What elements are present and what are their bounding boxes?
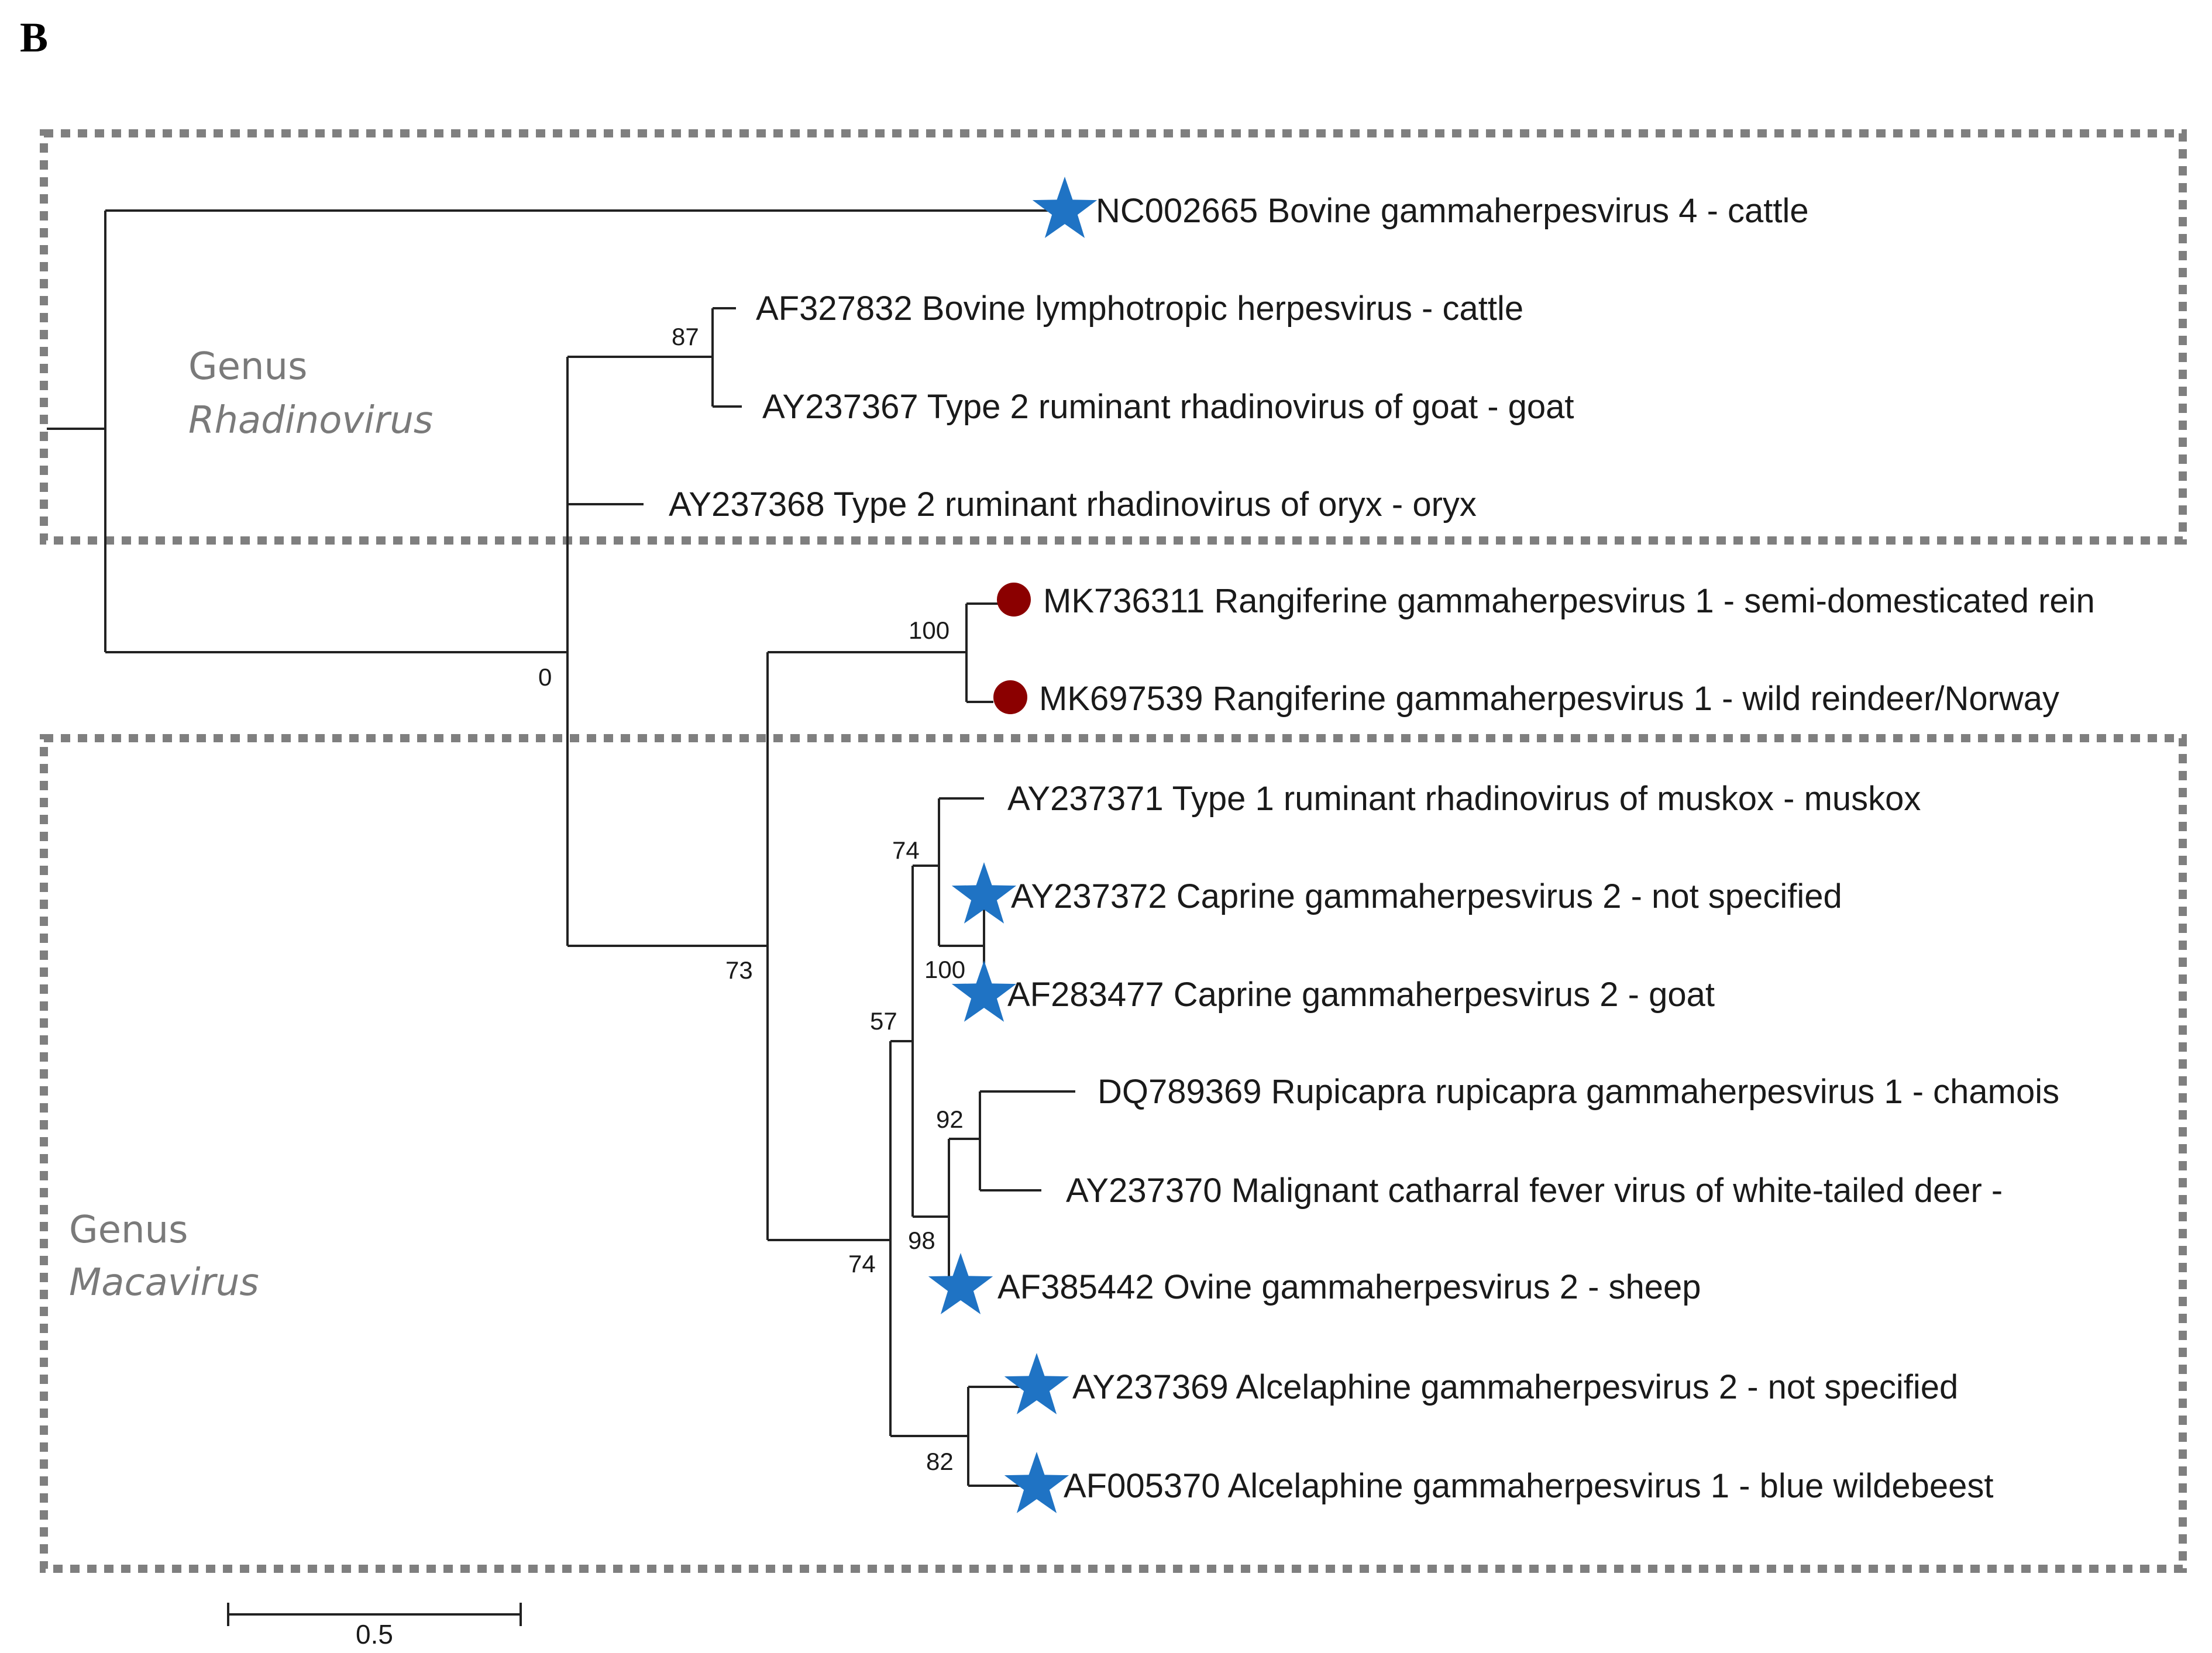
bootstrap-value: 100 bbox=[909, 617, 950, 644]
taxon-labels: NC002665 Bovine gammaherpesvirus 4 - cat… bbox=[669, 192, 2095, 1505]
taxon-label: AY237370 Malignant catharral fever virus… bbox=[1066, 1172, 2003, 1210]
genus-macavirus-label: Genus bbox=[69, 1208, 188, 1252]
scale-bar-label: 0.5 bbox=[356, 1619, 393, 1649]
taxon-label: AY237371 Type 1 ruminant rhadinovirus of… bbox=[1007, 780, 1921, 818]
taxon-label: NC002665 Bovine gammaherpesvirus 4 - cat… bbox=[1096, 192, 1809, 230]
circle-icon bbox=[993, 680, 1027, 714]
genus-rhadinovirus-label: Genus bbox=[188, 345, 307, 388]
star-icon bbox=[951, 862, 1017, 924]
bootstrap-values: 87 0 100 73 74 100 57 92 98 74 82 bbox=[538, 323, 965, 1475]
circle-icon bbox=[997, 583, 1031, 617]
branches bbox=[47, 209, 1075, 1487]
genus-macavirus-name: Macavirus bbox=[69, 1261, 259, 1304]
star-icon bbox=[928, 1253, 993, 1314]
bootstrap-value: 73 bbox=[725, 956, 753, 984]
bootstrap-value: 57 bbox=[870, 1007, 897, 1035]
genus-box-macavirus bbox=[40, 734, 2187, 1573]
genus-rhadinovirus-name: Rhadinovirus bbox=[188, 399, 433, 442]
genus-box-rhadinovirus bbox=[40, 129, 2187, 545]
bootstrap-value: 74 bbox=[848, 1250, 876, 1277]
star-icon bbox=[1004, 1353, 1069, 1414]
bootstrap-value: 82 bbox=[926, 1448, 954, 1475]
taxon-label: AF005370 Alcelaphine gammaherpesvirus 1 … bbox=[1064, 1467, 1994, 1505]
star-icon bbox=[951, 960, 1017, 1022]
taxon-label: AY237369 Alcelaphine gammaherpesvirus 2 … bbox=[1072, 1368, 1958, 1406]
taxon-label: AF327832 Bovine lymphotropic herpesvirus… bbox=[756, 290, 1523, 328]
bootstrap-value: 87 bbox=[672, 323, 699, 350]
taxon-label: AY237372 Caprine gammaherpesvirus 2 - no… bbox=[1011, 877, 1842, 915]
bootstrap-value: 98 bbox=[908, 1227, 935, 1254]
bootstrap-value: 74 bbox=[892, 836, 920, 864]
taxon-label: AY237368 Type 2 ruminant rhadinovirus of… bbox=[669, 485, 1477, 524]
star-icon bbox=[1032, 177, 1098, 238]
taxon-label: DQ789369 Rupicapra rupicapra gammaherpes… bbox=[1098, 1073, 2059, 1111]
taxon-label: AF385442 Ovine gammaherpesvirus 2 - shee… bbox=[997, 1268, 1701, 1306]
star-icon bbox=[1004, 1452, 1069, 1513]
taxon-label: MK736311 Rangiferine gammaherpesvirus 1 … bbox=[1043, 582, 2095, 620]
bootstrap-value: 100 bbox=[924, 956, 965, 983]
taxon-label: AF283477 Caprine gammaherpesvirus 2 - go… bbox=[1007, 976, 1715, 1014]
taxon-label: AY237367 Type 2 ruminant rhadinovirus of… bbox=[762, 388, 1574, 426]
bootstrap-value: 92 bbox=[936, 1106, 964, 1133]
taxon-label: MK697539 Rangiferine gammaherpesvirus 1 … bbox=[1039, 680, 2059, 718]
scale-bar: 0.5 bbox=[227, 1603, 522, 1649]
panel-label: B bbox=[20, 14, 48, 61]
taxon-markers bbox=[928, 177, 1098, 1513]
bootstrap-value: 0 bbox=[538, 663, 552, 691]
